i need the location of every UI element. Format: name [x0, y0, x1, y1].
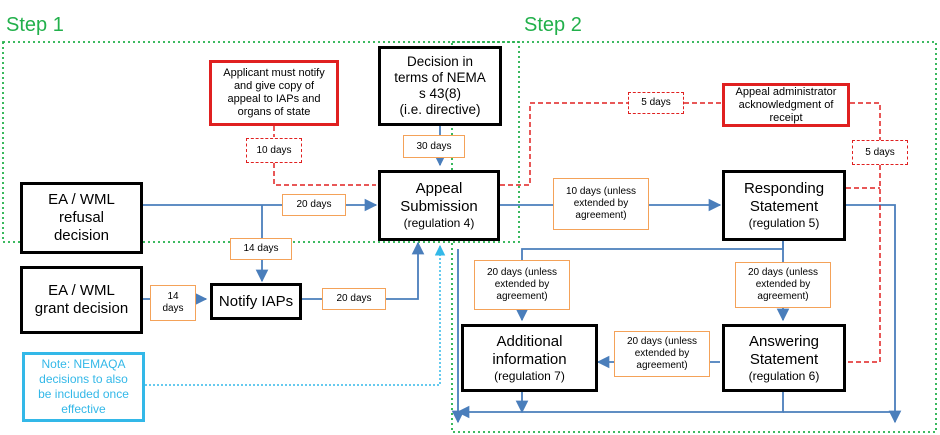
label-14-days: 14 days: [230, 238, 292, 260]
label-20-days-unless-right: 20 days (unless extended by agreement): [735, 262, 831, 308]
ea-refusal-decision-box: EA / WML refusal decision: [20, 182, 143, 254]
nema-decision-box: Decision in terms of NEMA s 43(8) (i.e. …: [378, 46, 502, 126]
label-20-days-notify: 20 days: [322, 288, 386, 310]
additional-information-box: Additional information (regulation 7): [461, 324, 598, 392]
ea-grant-decision-box: EA / WML grant decision: [20, 266, 143, 334]
appeal-submission-box: Appeal Submission (regulation 4): [378, 170, 500, 241]
dash-10days-down: [273, 163, 376, 186]
label-5-days-right: 5 days: [852, 140, 908, 165]
admin-acknowledgment-box: Appeal administrator acknowledgment of r…: [722, 83, 850, 127]
step1-frame: [2, 41, 520, 243]
dash-admin-to-right: [850, 102, 881, 140]
responding-statement-box: Responding Statement (regulation 5): [722, 170, 846, 241]
applicant-notify-box: Applicant must notify and give copy of a…: [209, 60, 339, 126]
label-14-days-grant: 14 days: [150, 285, 196, 321]
label-30-days: 30 days: [403, 135, 465, 158]
step2-frame: [451, 41, 937, 433]
label-20-days-refusal: 20 days: [282, 194, 346, 216]
label-20-days-unless-mid: 20 days (unless extended by agreement): [614, 331, 710, 377]
step2-title: Step 2: [524, 14, 582, 36]
notify-iaps-box: Notify IAPs: [210, 283, 302, 320]
step1-title: Step 1: [6, 14, 64, 36]
nemaqa-note-box: Note: NEMAQA decisions to also be includ…: [22, 352, 145, 422]
dash-right-label-down: [846, 165, 881, 363]
dash-appeal-to-top: [500, 102, 628, 186]
label-20-days-unless-left: 20 days (unless extended by agreement): [474, 260, 570, 310]
flow-answering-to-bottom: [456, 392, 784, 419]
label-5-days-top: 5 days: [628, 92, 684, 114]
flow-responding-right: [783, 204, 896, 413]
label-10-days: 10 days: [246, 138, 302, 163]
label-10-days-unless: 10 days (unless extended by agreement): [553, 178, 649, 230]
answering-statement-box: Answering Statement (regulation 6): [722, 324, 846, 392]
